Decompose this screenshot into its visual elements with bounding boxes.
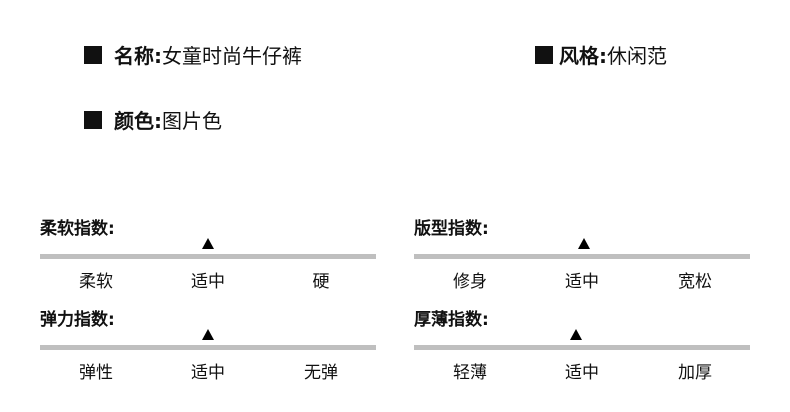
info-key-color: 颜色: — [114, 109, 162, 133]
scale-level-high: 无弹 — [304, 363, 338, 383]
scale-level-low: 修身 — [453, 272, 487, 292]
metric-title-thickness: 厚薄指数: — [414, 310, 489, 330]
metric-fit: 版型指数: 修身 适中 宽松 — [414, 214, 750, 294]
metric-elasticity: 弹力指数: 弹性 适中 无弹 — [40, 305, 376, 385]
scale-level-high: 硬 — [312, 272, 330, 292]
bullet-square-icon — [84, 45, 102, 64]
scale-level-mid: 适中 — [191, 272, 225, 292]
metric-title-fit: 版型指数: — [414, 219, 489, 239]
scale-track — [40, 345, 376, 350]
metric-title-softness: 柔软指数: — [40, 219, 115, 239]
metric-title-elasticity: 弹力指数: — [40, 310, 115, 330]
up-triangle-marker-icon — [570, 329, 582, 340]
scale-level-low: 轻薄 — [453, 363, 487, 383]
scale-level-mid: 适中 — [565, 272, 599, 292]
scale-level-low: 弹性 — [79, 363, 113, 383]
info-value-style: 休闲范 — [607, 44, 667, 68]
metric-softness: 柔软指数: 柔软 适中 硬 — [40, 214, 376, 294]
scale-track — [40, 254, 376, 259]
scale-level-mid: 适中 — [565, 363, 599, 383]
bullet-square-icon — [535, 45, 553, 64]
info-key-style: 风格: — [559, 44, 607, 68]
up-triangle-marker-icon — [578, 238, 590, 249]
scale-level-high: 宽松 — [678, 272, 712, 292]
scale-level-high: 加厚 — [678, 363, 712, 383]
info-key-name: 名称: — [114, 44, 162, 68]
scale-track — [414, 254, 750, 259]
metric-thickness: 厚薄指数: 轻薄 适中 加厚 — [414, 305, 750, 385]
up-triangle-marker-icon — [202, 329, 214, 340]
info-row-color: 颜色: 图片色 — [84, 105, 222, 134]
bullet-square-icon — [84, 110, 102, 129]
info-row-name: 名称: 女童时尚牛仔裤 — [84, 40, 302, 69]
scale-level-low: 柔软 — [79, 272, 113, 292]
scale-level-mid: 适中 — [191, 363, 225, 383]
up-triangle-marker-icon — [202, 238, 214, 249]
info-value-color: 图片色 — [162, 109, 222, 133]
scale-track — [414, 345, 750, 350]
info-value-name: 女童时尚牛仔裤 — [162, 44, 302, 68]
info-row-style: 风格: 休闲范 — [535, 40, 667, 69]
